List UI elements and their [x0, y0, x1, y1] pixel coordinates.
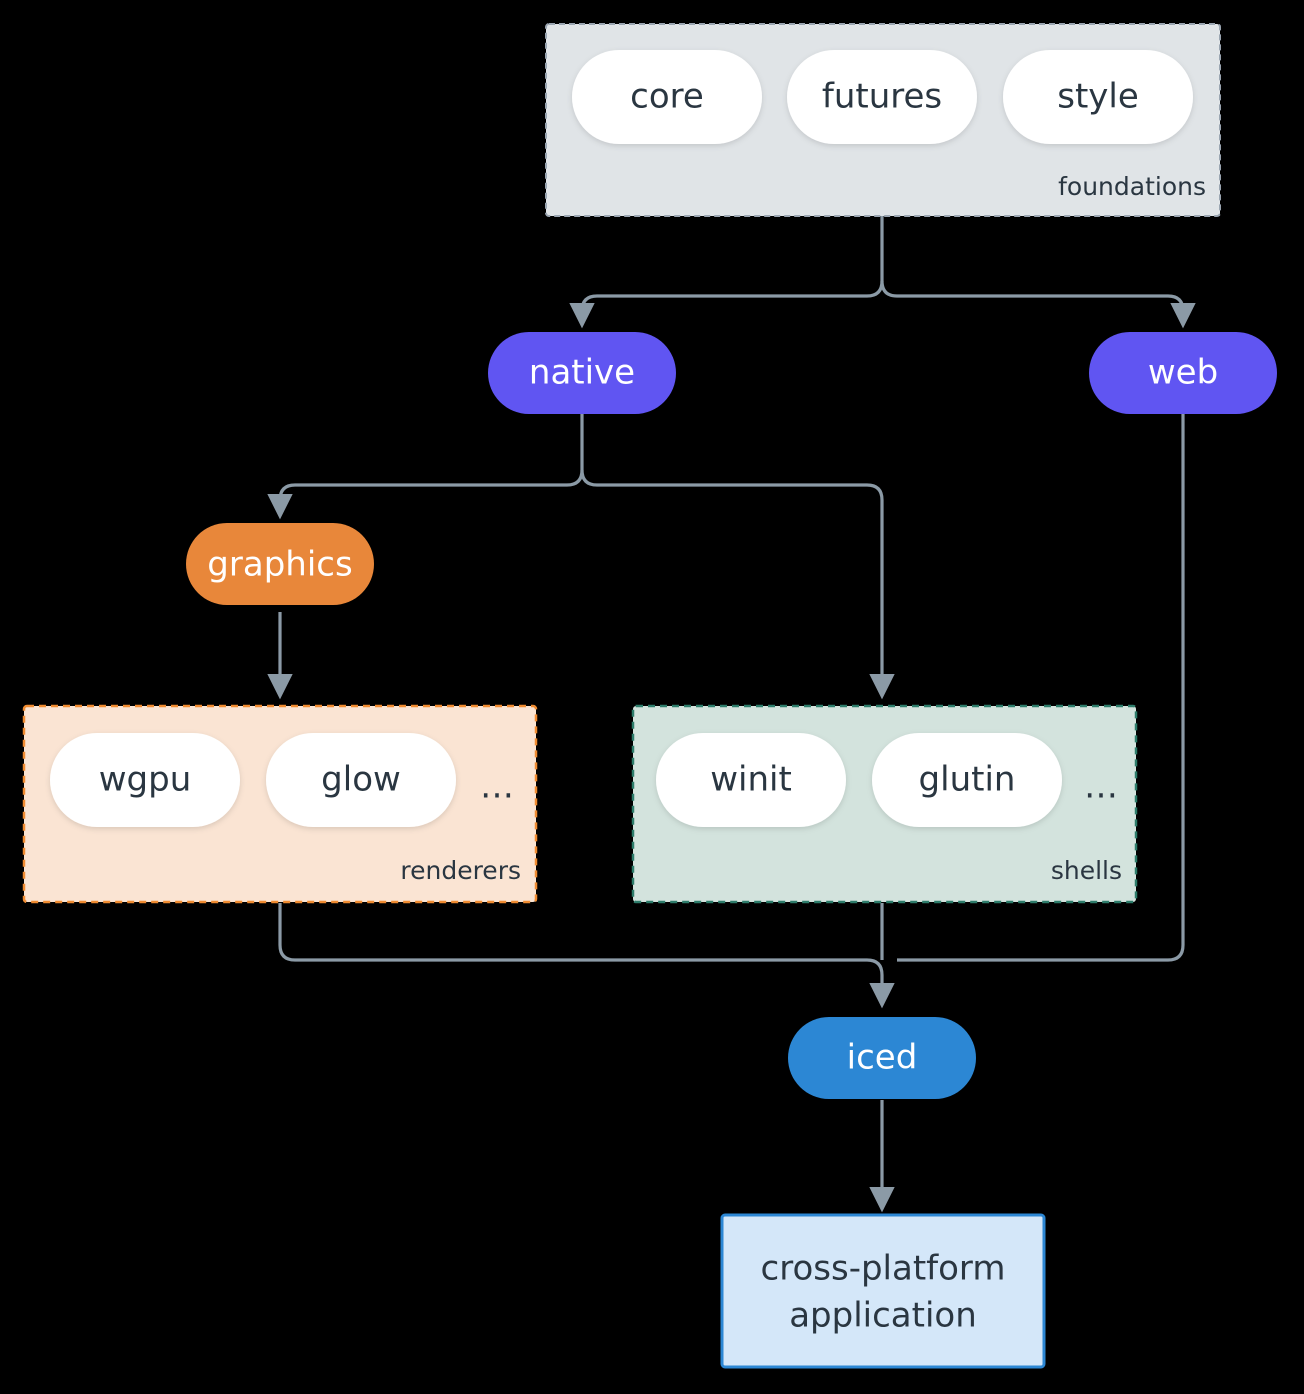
group-foundations[interactable]: core futures style foundations — [545, 23, 1221, 217]
node-web[interactable]: web — [1089, 332, 1277, 414]
node-graphics-label: graphics — [207, 545, 352, 585]
pill-style-label: style — [1057, 77, 1139, 117]
edge-native-to-shells — [580, 469, 895, 700]
node-web-label: web — [1148, 353, 1218, 393]
application-box — [720, 1213, 1046, 1369]
pill-winit-label: winit — [710, 760, 792, 800]
node-native[interactable]: native — [488, 332, 676, 414]
pill-wgpu-shape — [50, 733, 240, 827]
edge-foundations-to-web — [880, 280, 1196, 329]
pill-glutin-shape — [872, 733, 1062, 827]
pill-core[interactable]: core — [572, 50, 762, 144]
application-label-line1: cross-platform — [761, 1249, 1006, 1289]
pill-wgpu[interactable]: wgpu — [50, 733, 240, 827]
edge-web-to-iced — [897, 413, 1185, 962]
renderers-ellipsis-label: … — [480, 767, 514, 807]
node-graphics[interactable]: graphics — [186, 523, 374, 605]
node-web-shape — [1089, 332, 1277, 414]
pill-winit[interactable]: winit — [656, 733, 846, 827]
edge-native-to-graphics — [267, 469, 584, 520]
pill-core-shape — [572, 50, 762, 144]
pill-style-shape — [1003, 50, 1193, 144]
group-foundations-label: foundations — [1058, 172, 1206, 201]
pill-futures[interactable]: futures — [787, 50, 977, 144]
pill-glow-label: glow — [321, 760, 401, 800]
pill-futures-label: futures — [822, 77, 942, 117]
pill-glutin[interactable]: glutin — [872, 733, 1062, 827]
pill-winit-shape — [656, 733, 846, 827]
node-iced[interactable]: iced — [788, 1017, 976, 1099]
pill-futures-shape — [787, 50, 977, 144]
pill-wgpu-label: wgpu — [99, 760, 192, 800]
pill-glutin-label: glutin — [919, 760, 1016, 800]
edge-renderers-to-iced — [278, 903, 895, 1009]
pill-core-label: core — [630, 77, 704, 117]
node-graphics-shape — [186, 523, 374, 605]
edge-foundations-to-native — [569, 280, 884, 329]
pill-style[interactable]: style — [1003, 50, 1193, 144]
node-cross-platform-application[interactable]: cross-platform application — [720, 1213, 1046, 1369]
pill-glow-shape — [266, 733, 456, 827]
application-label-line2: application — [789, 1296, 977, 1336]
pill-glow[interactable]: glow — [266, 733, 456, 827]
group-renderers[interactable]: wgpu glow … renderers — [22, 704, 538, 904]
node-native-shape — [488, 332, 676, 414]
shells-ellipsis-label: … — [1084, 767, 1118, 807]
group-shells-label: shells — [1051, 856, 1122, 885]
node-native-label: native — [529, 353, 635, 393]
group-renderers-label: renderers — [400, 856, 521, 885]
node-iced-shape — [788, 1017, 976, 1099]
group-shells[interactable]: winit glutin … shells — [631, 704, 1138, 904]
node-iced-label: iced — [847, 1038, 918, 1078]
